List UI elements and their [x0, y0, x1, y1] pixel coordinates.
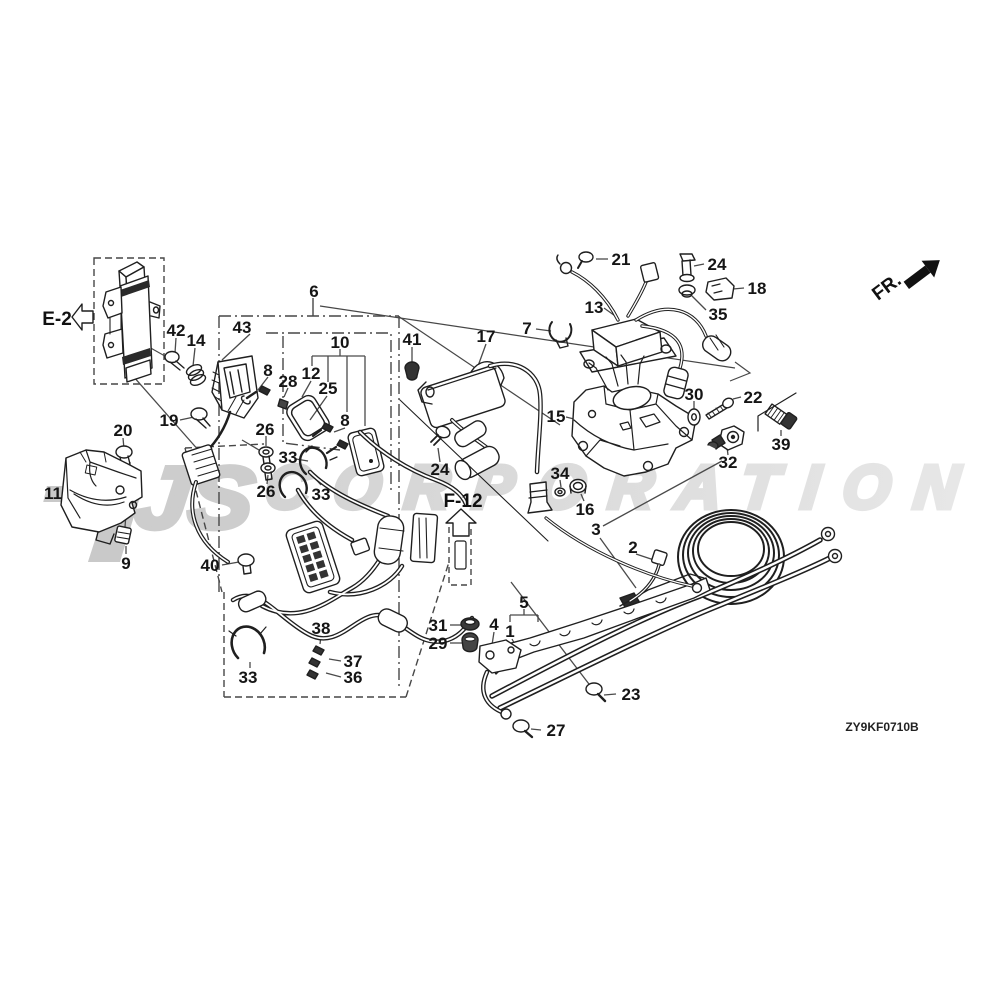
svg-text:1: 1	[505, 622, 514, 641]
svg-text:FR.: FR.	[868, 270, 905, 305]
svg-text:11: 11	[44, 484, 62, 503]
svg-text:33: 33	[279, 448, 298, 467]
svg-text:14: 14	[187, 331, 206, 350]
svg-text:3: 3	[591, 520, 600, 539]
svg-text:13: 13	[585, 298, 604, 317]
svg-text:22: 22	[744, 388, 763, 407]
svg-text:4: 4	[489, 615, 499, 634]
svg-text:32: 32	[719, 453, 738, 472]
svg-text:9: 9	[121, 554, 130, 573]
svg-text:ZY9KF0710B: ZY9KF0710B	[845, 720, 919, 734]
svg-text:10: 10	[331, 333, 350, 352]
svg-text:8: 8	[340, 411, 349, 430]
svg-text:29: 29	[429, 634, 448, 653]
svg-text:34: 34	[551, 464, 570, 483]
svg-text:20: 20	[114, 421, 133, 440]
svg-text:42: 42	[167, 321, 186, 340]
svg-text:37: 37	[344, 652, 363, 671]
svg-text:27: 27	[547, 721, 566, 740]
svg-text:17: 17	[477, 327, 496, 346]
svg-text:30: 30	[685, 385, 704, 404]
svg-text:39: 39	[772, 435, 791, 454]
svg-text:F-12: F-12	[443, 491, 482, 512]
svg-text:5: 5	[519, 593, 528, 612]
svg-text:21: 21	[612, 250, 631, 269]
svg-text:7: 7	[522, 319, 531, 338]
svg-text:38: 38	[312, 619, 331, 638]
svg-text:43: 43	[233, 318, 252, 337]
svg-text:25: 25	[319, 379, 338, 398]
svg-text:19: 19	[160, 411, 179, 430]
svg-text:JS: JS	[131, 448, 259, 547]
svg-text:33: 33	[312, 485, 331, 504]
svg-text:8: 8	[263, 361, 272, 380]
svg-text:18: 18	[748, 279, 767, 298]
svg-text:E-2: E-2	[42, 309, 72, 330]
svg-text:16: 16	[576, 500, 595, 519]
svg-text:40: 40	[201, 556, 220, 575]
svg-text:12: 12	[302, 364, 321, 383]
svg-text:33: 33	[239, 668, 258, 687]
svg-text:35: 35	[709, 305, 728, 324]
svg-text:28: 28	[279, 372, 298, 391]
svg-text:41: 41	[403, 330, 422, 349]
svg-text:36: 36	[344, 668, 363, 687]
svg-text:15: 15	[547, 407, 566, 426]
svg-text:6: 6	[309, 282, 318, 301]
svg-text:26: 26	[257, 482, 276, 501]
svg-text:31: 31	[429, 616, 448, 635]
svg-text:24: 24	[708, 255, 727, 274]
svg-text:2: 2	[628, 538, 637, 557]
svg-text:26: 26	[256, 420, 275, 439]
svg-text:23: 23	[622, 685, 641, 704]
svg-text:24: 24	[431, 460, 450, 479]
